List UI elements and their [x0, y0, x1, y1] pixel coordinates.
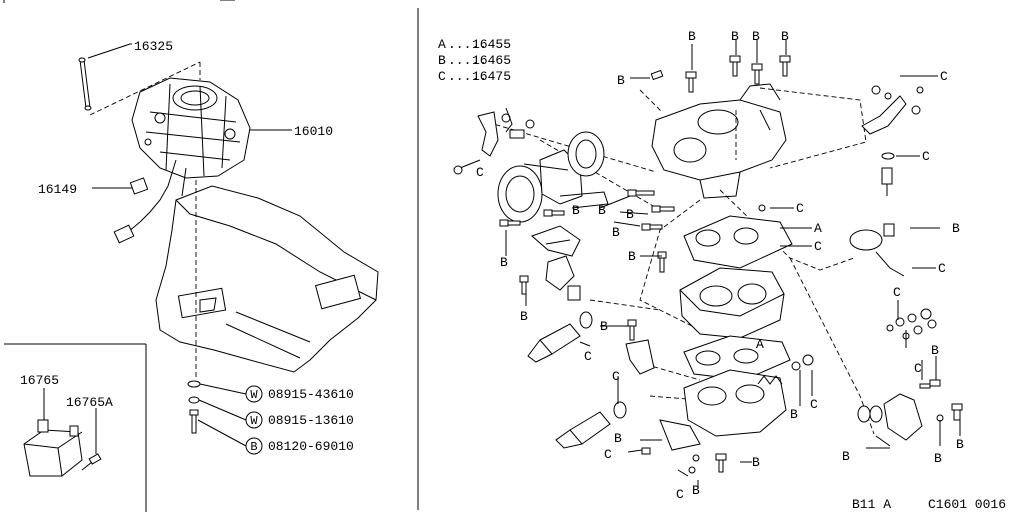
legend-key-a: A [438, 37, 446, 52]
svg-text:B: B [520, 309, 528, 324]
svg-text:B: B [628, 249, 636, 264]
legend-value-a: 16455 [472, 37, 511, 52]
bolt-icon [650, 55, 791, 93]
lower-gasket [683, 335, 791, 381]
label-bolt-1: 08120-69010 [268, 439, 354, 454]
svg-text:B: B [614, 431, 622, 446]
small-fitting [886, 308, 937, 340]
throttle-spring [757, 354, 814, 385]
svg-text:B: B [626, 207, 634, 222]
footer-code-right: C1601 0016 [928, 497, 1006, 512]
washer-icon [188, 396, 200, 404]
footer-code-left: B11 A [852, 497, 891, 512]
svg-text:B: B [931, 343, 939, 358]
svg-text:B: B [952, 221, 960, 236]
carburetor-upper-body [651, 83, 787, 199]
small-bracket [625, 339, 655, 375]
washer-badge-letter: W [250, 388, 258, 402]
svg-text:C: C [893, 285, 901, 300]
label-16765: 16765 [20, 373, 59, 388]
label-washer-1: 08915-43610 [268, 387, 354, 402]
svg-text:B: B [598, 203, 606, 218]
carburetor-main-body [679, 267, 785, 339]
svg-text:A: A [756, 337, 764, 352]
throttle-bracket [857, 393, 963, 447]
legend-dots: ..... [448, 53, 487, 68]
label-16010: 16010 [294, 124, 333, 139]
legend-value-b: 16465 [472, 53, 511, 68]
screw-icon [641, 447, 727, 474]
svg-text:B: B [790, 407, 798, 422]
svg-text:C: C [676, 487, 684, 502]
svg-text:B: B [600, 319, 608, 334]
bolt-badge [245, 437, 263, 455]
bolt-badge-letter: B [250, 440, 257, 454]
label-16765A: 16765A [66, 395, 113, 410]
legend-value-c: 16475 [472, 69, 511, 84]
screw-icon [81, 453, 102, 471]
diaphragm-actuator [849, 223, 905, 277]
svg-text:C: C [612, 369, 620, 384]
carburetor-assembly [131, 77, 251, 223]
legend-key-b: B [438, 53, 446, 68]
svg-text:B: B [781, 29, 789, 44]
callout-letters: B B B B B C C C A C B C C B C A B C B B … [476, 29, 964, 502]
washer-badge-letter: W [250, 414, 258, 428]
legend-key-c: C [438, 69, 446, 84]
intake-manifold [155, 185, 379, 373]
washer-icon [187, 380, 201, 388]
svg-text:C: C [938, 261, 946, 276]
svg-text:B: B [842, 449, 850, 464]
svg-text:B: B [688, 29, 696, 44]
svg-text:B: B [617, 73, 625, 88]
washer-badge [245, 385, 263, 403]
svg-text:A: A [814, 221, 822, 236]
svg-text:C: C [810, 397, 818, 412]
diaphragm-cover [497, 131, 609, 223]
choke-lever [453, 107, 535, 175]
legend-dots: ..... [448, 37, 487, 52]
svg-text:C: C [604, 447, 612, 462]
svg-text:B: B [731, 29, 739, 44]
vacuum-hose [881, 152, 895, 196]
connector-part [113, 177, 149, 244]
svg-text:C: C [796, 201, 804, 216]
svg-text:B: B [572, 203, 580, 218]
bolt-icon [189, 409, 199, 434]
svg-text:C: C [476, 165, 484, 180]
washer-badge [245, 411, 263, 429]
throttle-body [659, 369, 787, 451]
svg-text:B: B [752, 29, 760, 44]
svg-text:C: C [914, 361, 922, 376]
svg-text:C: C [922, 149, 930, 164]
upper-gasket [683, 204, 793, 269]
svg-text:C: C [940, 69, 948, 84]
svg-text:B: B [956, 437, 964, 452]
label-16149: 16149 [38, 182, 77, 197]
label-16325: 16325 [134, 39, 173, 54]
label-washer-2: 08915-13610 [268, 413, 354, 428]
resistor-module [23, 419, 83, 477]
pump-lever [531, 225, 581, 301]
solenoid-valve [555, 401, 627, 449]
svg-text:B: B [692, 483, 700, 498]
legend-dots: ..... [448, 69, 487, 84]
svg-text:B: B [752, 455, 760, 470]
svg-text:B: B [934, 451, 942, 466]
svg-text:C: C [814, 239, 822, 254]
choke-link [861, 85, 924, 135]
svg-text:C: C [584, 349, 592, 364]
screw-icon [499, 189, 675, 341]
svg-text:B: B [612, 225, 620, 240]
svg-text:B: B [500, 255, 508, 270]
solenoid-valve [527, 311, 593, 363]
fuel-hose-rod [78, 57, 92, 111]
